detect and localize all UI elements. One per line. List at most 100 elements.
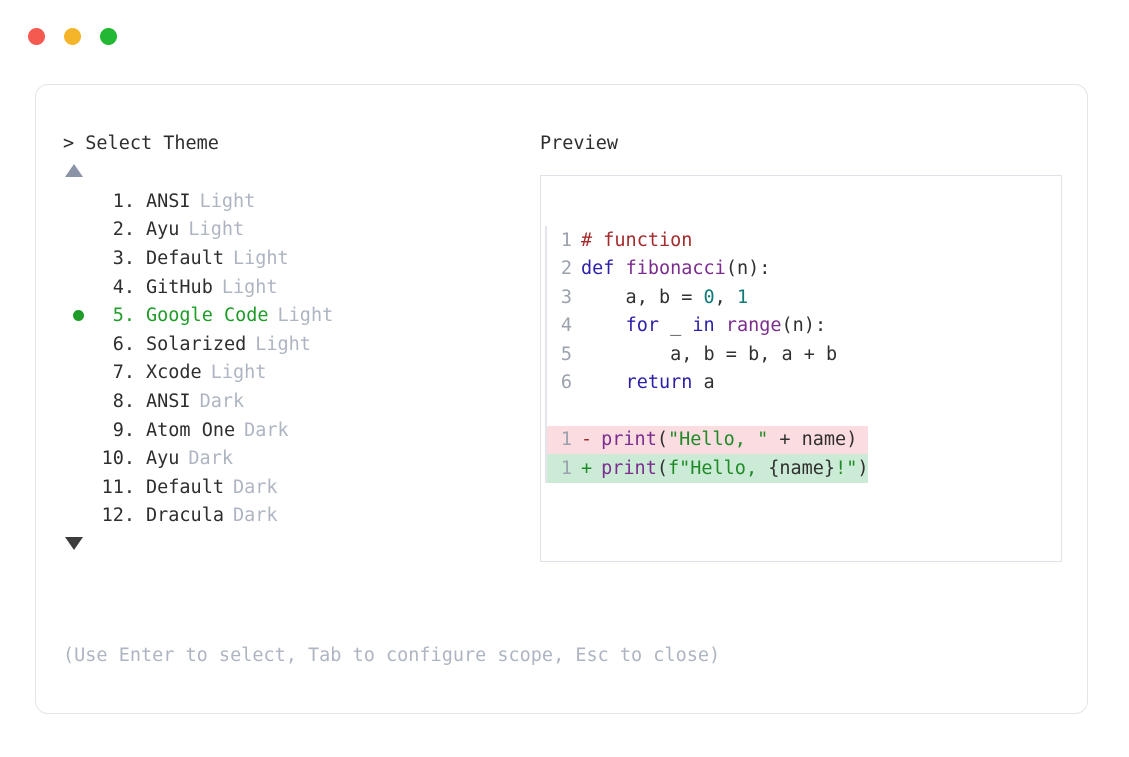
code-line: 1 # function: [547, 226, 868, 255]
theme-item-name: GitHub: [146, 276, 213, 298]
theme-item-index: 2.: [112, 219, 135, 241]
theme-item-index: 7.: [112, 362, 135, 384]
theme-item-index: 6.: [112, 333, 135, 355]
theme-item-variant: Dark: [244, 419, 289, 441]
theme-item-name: ANSI: [146, 390, 191, 412]
theme-item-variant: Light: [221, 276, 278, 298]
code-line-number: 2: [560, 258, 572, 280]
theme-item-name: Xcode: [146, 362, 202, 384]
code-line-content: # function: [581, 230, 692, 251]
theme-item-index: 10.: [101, 448, 135, 470]
chevron-up-icon: [65, 164, 83, 177]
theme-item-index: 1.: [112, 190, 135, 212]
code-line-number: 4: [560, 315, 572, 337]
code-line: 6 return a: [547, 369, 868, 398]
code-token-plain: ,: [714, 286, 737, 308]
code-token-keyword: def: [581, 258, 626, 280]
scroll-up-indicator[interactable]: [63, 157, 533, 183]
code-token-keyword: for: [625, 315, 659, 337]
code-token-func: print: [601, 457, 657, 479]
code-token-plain: a, b = b, a + b: [581, 343, 838, 365]
code-line-content: a, b = b, a + b: [581, 344, 837, 365]
code-line: 5 a, b = b, a + b: [547, 340, 868, 369]
code-token-plain: [715, 315, 726, 336]
theme-item-name: Ayu: [146, 219, 180, 241]
theme-item-variant: Light: [232, 247, 289, 269]
code-token-plain: {name}: [768, 457, 836, 479]
code-token-str: f"Hello,: [667, 457, 769, 479]
code-token-plain: a: [692, 372, 715, 394]
theme-item-variant: Dark: [199, 390, 245, 412]
theme-item-name: Dracula: [146, 505, 224, 527]
prompt-title: Select Theme: [85, 133, 219, 154]
code-line-number: 5: [560, 343, 572, 365]
prompt-marker: >: [63, 133, 75, 154]
code-token-keyword: in: [692, 315, 715, 337]
code-line-number: 1: [560, 229, 572, 251]
window-traffic-lights: [28, 28, 117, 45]
theme-list-item[interactable]: 6. Solarized Light: [63, 330, 533, 359]
code-line: 4 for _ in range(n):: [547, 312, 868, 341]
code-token-plain: ): [857, 457, 869, 479]
theme-list-item[interactable]: 1. ANSI Light: [63, 187, 533, 216]
code-token-func: range: [725, 315, 782, 337]
theme-item-variant: Light: [277, 305, 334, 327]
theme-list-item[interactable]: 8. ANSI Dark: [63, 387, 533, 416]
code-token-plain: [581, 315, 626, 336]
selected-bullet-icon: [72, 310, 84, 322]
theme-item-variant: Dark: [188, 448, 233, 470]
code-token-str: !": [835, 457, 858, 479]
theme-list-item[interactable]: 5. Google Code Light: [63, 301, 533, 330]
code-token-num: 0: [703, 286, 715, 308]
diff-line-number: 1: [560, 457, 572, 479]
theme-item-variant: Light: [255, 333, 311, 355]
theme-item-variant: Dark: [232, 476, 278, 498]
theme-list-item[interactable]: 7. Xcode Light: [63, 359, 533, 388]
page-title: > Select Theme: [63, 131, 533, 157]
code-token-str: "Hello, ": [667, 429, 769, 451]
theme-item-name: Google Code: [146, 305, 269, 327]
theme-item-variant: Light: [199, 190, 256, 212]
code-line-number: 3: [560, 286, 572, 308]
theme-item-name: Default: [146, 476, 224, 498]
theme-item-name: ANSI: [146, 190, 191, 212]
selection-bullet-cell: [63, 310, 93, 322]
code-token-plain: a, b =: [581, 286, 704, 308]
preview-title: Preview: [540, 133, 618, 154]
theme-item-name: Default: [146, 247, 224, 269]
diff-line-number: 1: [560, 429, 572, 451]
keyboard-hint: (Use Enter to select, Tab to configure s…: [63, 645, 721, 666]
code-token-func: print: [601, 429, 657, 451]
code-line-content: a, b = 0, 1: [581, 286, 749, 308]
code-token-plain: + name): [768, 429, 858, 451]
theme-item-name: Solarized: [146, 333, 247, 355]
scroll-down-indicator[interactable]: [63, 530, 533, 556]
close-button[interactable]: [28, 28, 45, 45]
code-token-plain: [581, 372, 626, 393]
maximize-button[interactable]: [100, 28, 117, 45]
theme-list-item[interactable]: 11. Default Dark: [63, 473, 533, 502]
theme-item-variant: Light: [210, 362, 267, 384]
code-blank-line: [547, 397, 868, 426]
theme-list-item[interactable]: 10. Ayu Dark: [63, 444, 533, 473]
theme-item-index: 12.: [101, 505, 135, 527]
theme-item-index: 5.: [112, 305, 135, 327]
theme-item-index: 8.: [112, 390, 135, 412]
theme-item-index: 11.: [101, 476, 135, 498]
diff-line-del: 1-print("Hello, " + name): [547, 425, 869, 454]
minimize-button[interactable]: [64, 28, 81, 45]
code-token-func: fibonacci: [625, 258, 726, 280]
theme-item-name: Ayu: [146, 448, 180, 470]
code-line-content: def fibonacci(n):: [581, 258, 770, 279]
diff-sign: -: [581, 429, 593, 451]
code-line: 2 def fibonacci(n):: [547, 255, 868, 284]
code-token-keyword: return: [625, 372, 693, 394]
diff-line-content: print(f"Hello, {name}!"): [601, 458, 868, 479]
